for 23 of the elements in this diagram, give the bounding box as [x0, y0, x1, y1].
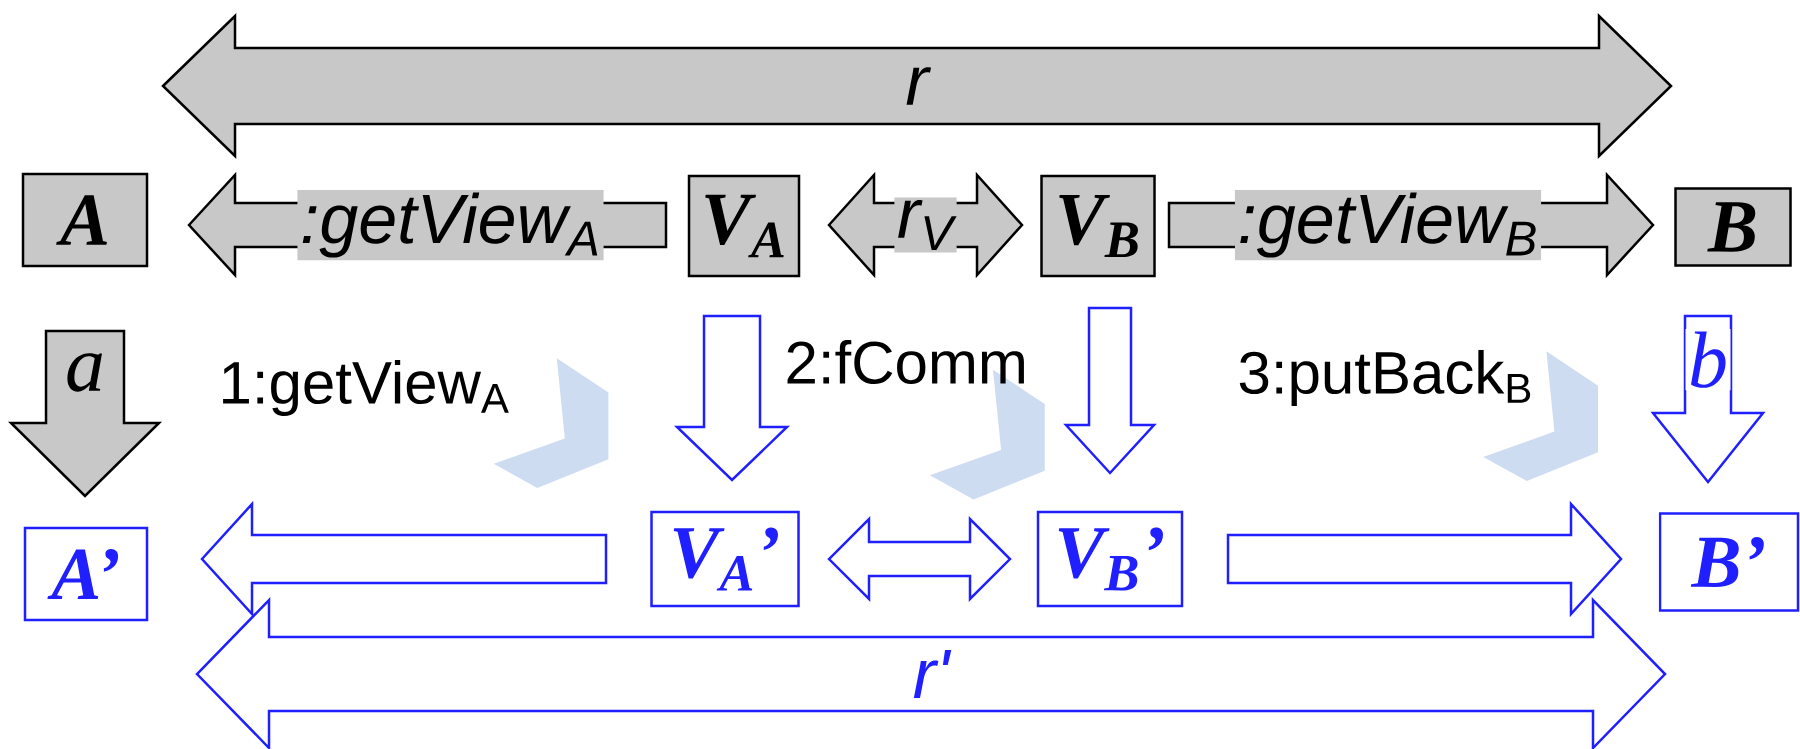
letter-box: A’ — [23, 526, 149, 622]
letter-box: V$_{A}$ — [687, 174, 801, 278]
letter-box: V$_{A}$’ — [650, 510, 800, 608]
edge-label: r' — [910, 647, 952, 701]
edge-label: :getView$_{A}$ — [297, 189, 604, 261]
letter-box: A — [21, 172, 149, 268]
edge-label: r$_{V}$ — [894, 197, 957, 253]
block-arrow — [1226, 500, 1623, 618]
letter-box: B — [1674, 187, 1792, 267]
block-arrow — [161, 13, 1673, 159]
edge-label: :getView$_{B}$ — [1234, 189, 1542, 261]
edge-label: b — [1685, 328, 1731, 391]
letter-box: B’ — [1658, 512, 1800, 612]
letter-box: V$_{B}$ — [1040, 174, 1156, 278]
step-label: 2:fComm — [787, 340, 1024, 384]
block-arrow — [1063, 306, 1157, 475]
step-label: 1:getView$_{A}$ — [223, 360, 509, 416]
block-arrow — [673, 314, 791, 482]
block-arrow — [827, 516, 1012, 603]
edge-label: a — [62, 350, 108, 395]
step-label: 3:putBack$_{B}$ — [1239, 350, 1531, 406]
block-arrow — [195, 596, 1667, 749]
letter-box: V$_{B}$’ — [1036, 510, 1184, 608]
